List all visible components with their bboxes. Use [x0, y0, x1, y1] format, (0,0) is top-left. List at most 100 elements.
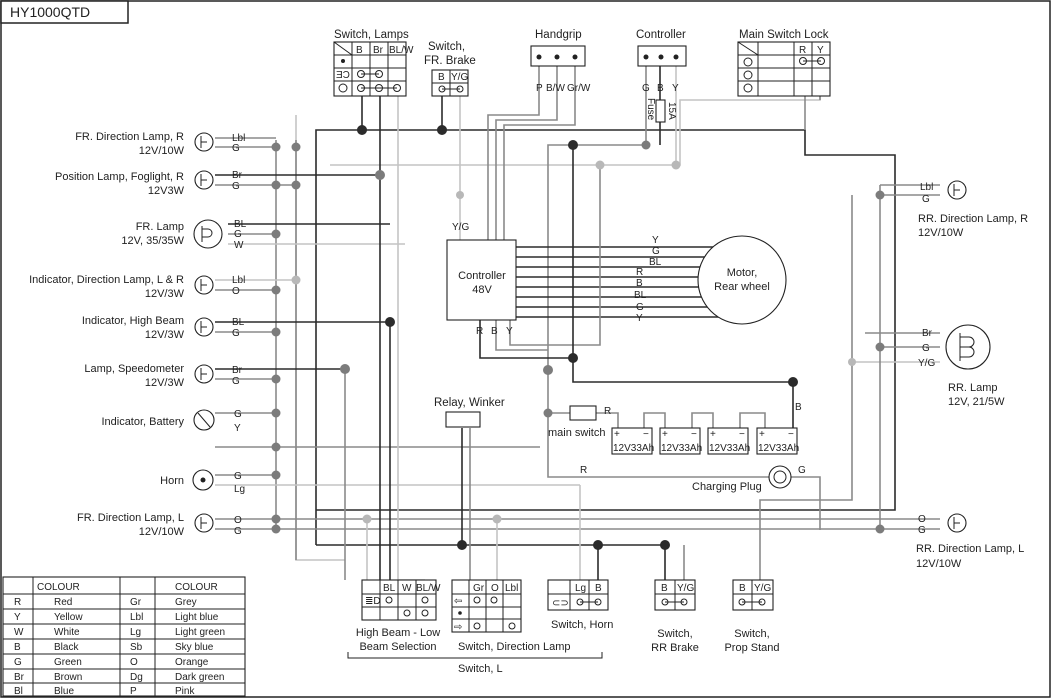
- contact: [421, 609, 429, 617]
- wire-label: Lg: [234, 484, 245, 495]
- col-label: Y: [817, 45, 824, 56]
- wire-label: B: [491, 326, 498, 337]
- component-spec: 12V/10W: [916, 558, 962, 570]
- col-label: O: [491, 583, 499, 594]
- component-spec: 12V/10W: [139, 526, 185, 538]
- horn-center: [200, 477, 206, 483]
- colour-code: Dg: [130, 672, 143, 683]
- battery-plus: +: [759, 429, 765, 440]
- pin: [572, 54, 578, 60]
- battery-plus: +: [662, 429, 668, 440]
- switch-lamps-title: Switch, Lamps: [334, 29, 409, 41]
- colour-header: COLOUR: [175, 582, 218, 593]
- wire-label: Lbl: [232, 133, 245, 144]
- junction-dot: [357, 125, 367, 135]
- battery-minus: −: [739, 429, 745, 440]
- switch-grid-lines: [452, 580, 521, 632]
- component-name: RR. Direction Lamp, R: [918, 213, 1028, 225]
- colour-table-cols: [32, 577, 156, 696]
- junction-dot: [271, 374, 281, 384]
- wire: [479, 320, 573, 359]
- wire: [495, 320, 548, 351]
- wire-label: Br: [922, 328, 933, 339]
- component-name: Position Lamp, Foglight, R: [55, 171, 184, 183]
- junction-dot: [271, 514, 281, 524]
- col-label: Lbl: [505, 583, 518, 594]
- fuse-label: Fuse: [645, 98, 656, 121]
- col-label: BL/W: [389, 45, 414, 56]
- junction-dot: [271, 327, 281, 337]
- junction-dot: [271, 442, 281, 452]
- junction-dot: [568, 140, 578, 150]
- wire-label: G: [918, 525, 926, 536]
- colour-code: Y: [14, 612, 21, 623]
- wire-label: Y: [506, 326, 513, 337]
- component-spec: 12V/3W: [145, 288, 185, 300]
- wire: [759, 195, 853, 580]
- charging-plug-icon: [768, 465, 792, 489]
- wire: [547, 66, 647, 370]
- motor-label: Motor,: [727, 267, 758, 279]
- title-box: [0, 0, 129, 24]
- wire: [547, 370, 770, 478]
- highbeam-switch-grid: [361, 579, 437, 621]
- component-name: RR. Direction Lamp, L: [916, 543, 1024, 555]
- wire-label: Y/G: [918, 358, 935, 369]
- col-label: Y/G: [677, 583, 694, 594]
- junction-dot: [340, 364, 350, 374]
- switch-grid-lines: [737, 41, 830, 96]
- battery-icon: [707, 427, 749, 455]
- switch-l-label: Switch, L: [458, 663, 503, 675]
- junction-dot: [641, 140, 651, 150]
- colour-name: Red: [54, 597, 72, 608]
- right-components: Lbl G RR. Direction Lamp, R 12V/10W Br G…: [916, 180, 1028, 570]
- junction-dot: [660, 540, 670, 550]
- rrbrake-title2: RR Brake: [651, 642, 699, 654]
- wire-label: Y: [672, 83, 679, 94]
- battery-label: 12V33Ah: [613, 443, 654, 454]
- colour-code: W: [14, 627, 24, 638]
- wire-label: BL: [634, 290, 647, 301]
- col-label: B: [661, 583, 668, 594]
- component-spec: 12V/10W: [139, 145, 185, 157]
- charging-label: Charging Plug: [692, 481, 762, 493]
- controller-label: Controller: [458, 270, 506, 282]
- motor-label2: Rear wheel: [714, 281, 770, 293]
- junction-dot: [362, 514, 372, 524]
- col-label: BL: [383, 583, 396, 594]
- battery-plus: +: [710, 429, 716, 440]
- wire-label: G: [232, 376, 240, 387]
- wire-label: G: [922, 343, 930, 354]
- colour-name: Pink: [175, 686, 195, 697]
- wire-label: G: [922, 194, 930, 205]
- switch-frbrake-title: Switch,: [428, 41, 465, 53]
- junction-dot: [788, 377, 798, 387]
- battery-icon: [756, 427, 798, 455]
- junction-dot: [457, 540, 467, 550]
- junction-dot: [543, 365, 553, 375]
- wire-label: R: [476, 326, 483, 337]
- wire-label: G: [232, 328, 240, 339]
- battery-icon: [659, 427, 701, 455]
- colour-code: B: [14, 642, 21, 653]
- col-label: Br: [373, 45, 384, 56]
- prop-title2: Prop Stand: [724, 642, 779, 654]
- junction-dot: [875, 524, 885, 534]
- key-off-icon: [743, 57, 753, 67]
- charging-wire-r: R: [580, 465, 587, 476]
- wire-label: Br: [232, 365, 243, 376]
- fuse-rating: 15A: [666, 102, 677, 120]
- colour-code: R: [14, 597, 21, 608]
- wire-label: Y: [636, 313, 643, 324]
- wire-label: Lbl: [232, 275, 245, 286]
- junction-dot: [271, 180, 281, 190]
- switch-grid-lines: [548, 580, 608, 610]
- component-name: FR. Direction Lamp, R: [75, 131, 184, 143]
- colour-code: Gr: [130, 597, 142, 608]
- wire: [503, 66, 576, 240]
- pin: [673, 54, 679, 60]
- key-on-icon: [743, 70, 753, 80]
- colour-code: Sb: [130, 642, 143, 653]
- lamp-filament: [200, 174, 207, 186]
